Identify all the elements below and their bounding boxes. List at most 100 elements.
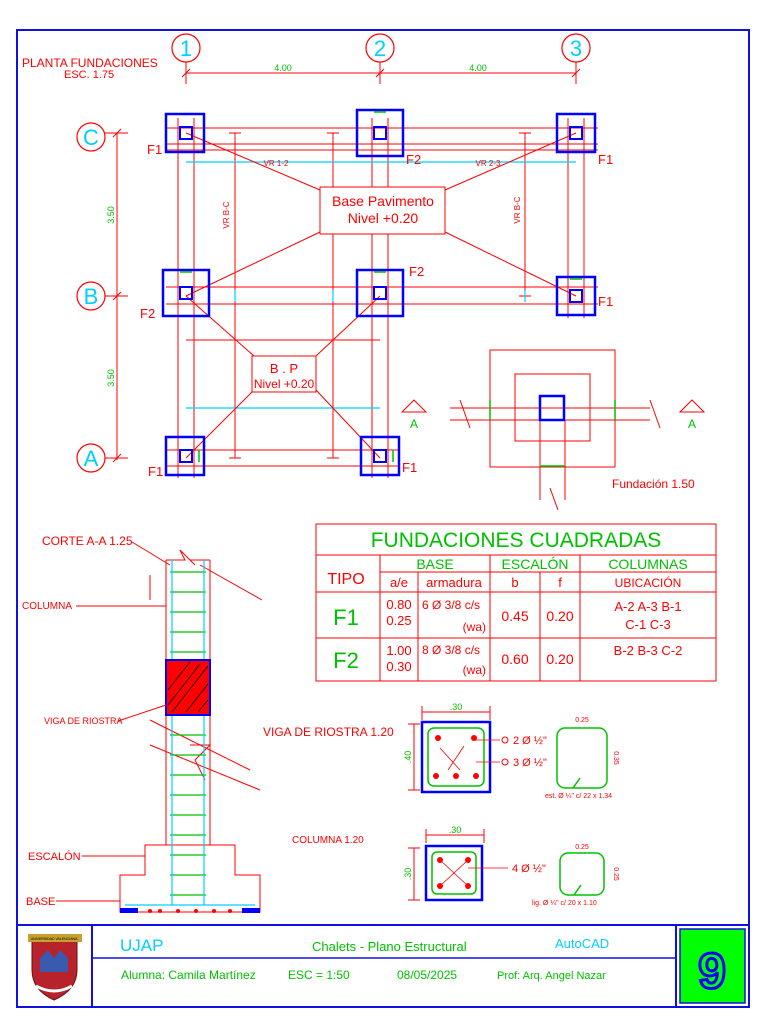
section-title: CORTE A-A 1.25: [42, 534, 133, 548]
footing-label-c2: F2: [406, 152, 421, 167]
section-label-viga: VIGA DE RIOSTRA: [44, 716, 123, 726]
columna-tie-label: lig. Ø ¼" c/ 20 x 1.10: [532, 900, 597, 907]
tb-school: UJAP: [120, 936, 163, 955]
viga-bar-bottom: 3 Ø ½": [513, 757, 547, 769]
bp-line1: B . P: [270, 361, 298, 376]
base-pavimento-line2: Nivel +0.20: [348, 210, 419, 226]
axis-bubble-3: 3: [561, 33, 591, 63]
axis-bubble-2: 2: [365, 33, 395, 63]
section-label-columna: COLUMNA: [22, 601, 72, 612]
footing-label-b2: F2: [409, 264, 424, 279]
footing-green-marks: [180, 111, 582, 462]
dim-x-1: 4.00: [274, 63, 292, 73]
table-title: FUNDACIONES CUADRADAS: [371, 529, 662, 552]
row-tipo: F1: [333, 605, 359, 630]
fundacion-label: Fundación 1.50: [612, 477, 695, 491]
table-sh-b: b: [511, 575, 518, 590]
logo-text: UNIVERSIDAD VALENCIANA: [31, 937, 78, 941]
cut-label-right: A: [688, 417, 696, 431]
columna-tie-h: 0.25: [612, 867, 619, 881]
row-ub1: A-2 A-3 B-1: [614, 599, 681, 614]
footing-c3: [555, 112, 597, 154]
viga-width: .30: [450, 702, 463, 712]
dim-y-1: 3.50: [106, 206, 116, 224]
row-e: 0.30: [386, 659, 411, 674]
viga-detail: VIGA DE RIOSTRA 1.20 .30 .40 2 Ø ½" 3 Ø …: [263, 702, 619, 800]
row-arm1: 8 Ø 3/8 c/s: [422, 643, 480, 657]
bp-line2: Nivel +0.20: [254, 377, 315, 391]
tb-scale: ESC = 1:50: [288, 968, 350, 982]
row-e: 0.25: [386, 613, 411, 628]
axis-label-1: 1: [180, 36, 192, 61]
row-arm1: 6 Ø 3/8 c/s: [422, 598, 480, 612]
beam-vr12: VR 1-2: [264, 159, 289, 168]
dim-x-2: 4.00: [469, 63, 487, 73]
row-arm2: (wa): [463, 620, 486, 634]
plan-title: PLANTA FUNDACIONES: [22, 56, 158, 70]
columna-width: .30: [449, 825, 462, 835]
section-label-escalon: ESCALÓN: [28, 850, 81, 863]
tb-date: 08/05/2025: [397, 968, 457, 982]
section-viga: [165, 659, 211, 716]
footings: [161, 108, 597, 477]
tb-project: Chalets - Plano Estructural: [312, 939, 467, 954]
viga-bar-top: 2 Ø ½": [513, 735, 547, 747]
table-h-columnas: COLUMNAS: [608, 556, 687, 572]
columna-title: COLUMNA 1.20: [292, 835, 364, 846]
row-f: 0.20: [546, 651, 573, 667]
table-h-base: BASE: [416, 556, 453, 572]
viga-stirrup-h: 0.35: [612, 751, 619, 765]
footing-schedule-table: FUNDACIONES CUADRADAS TIPO BASE ESCALÓN …: [315, 523, 717, 682]
beam-vrbc-right: VR B-C: [513, 196, 522, 223]
dim-y-2: 3.50: [106, 369, 116, 387]
beam-vrbc-left: VR B-C: [222, 201, 231, 228]
table-sh-ubicacion: UBICACIÓN: [615, 575, 682, 590]
row-a: 1.00: [386, 643, 411, 658]
viga-title: VIGA DE RIOSTRA 1.20: [263, 725, 394, 739]
table-sh-f: f: [558, 575, 562, 590]
sheet-frame: [16, 29, 750, 1008]
axis-bubble-b: B: [76, 281, 106, 311]
axis-label-b: B: [84, 284, 99, 309]
dimension-x: [181, 62, 581, 84]
footing-b2: [355, 268, 405, 318]
foundation-plan: PLANTA FUNDACIONES ESC. 1.75 1 2 3 C B A: [22, 33, 613, 479]
diagonal-lines: [185, 132, 577, 459]
footing-label-c3: F1: [598, 152, 613, 167]
columna-detail: COLUMNA 1.20 .30 .30 4 Ø ½" 0.25 0.25 li…: [292, 825, 619, 907]
row-arm2: (wa): [463, 663, 486, 677]
tb-professor: Prof: Arq. Angel Nazar: [497, 970, 606, 982]
table-sh-ae: a/e: [390, 575, 408, 590]
columna-tie-w: 0.25: [575, 844, 589, 851]
tb-sheet-number: 9: [698, 943, 726, 999]
axis-label-c: C: [83, 125, 99, 150]
viga-stirrup-w: 0.25: [575, 717, 589, 724]
section-rebar: [125, 560, 255, 906]
dimension-y: [105, 128, 128, 463]
row-b: 0.60: [501, 651, 528, 667]
table-h-tipo: TIPO: [327, 571, 364, 588]
footing-label-b3: F1: [598, 294, 613, 309]
footing-c2: [355, 108, 405, 158]
base-pavimento-line1: Base Pavimento: [332, 193, 434, 209]
section-a-a: CORTE A-A 1.25: [22, 534, 263, 913]
beam-vr23: VR 2-3: [476, 159, 501, 168]
columna-bars: 4 Ø ½": [512, 863, 546, 875]
axis-label-3: 3: [570, 36, 582, 61]
footing-c1: [164, 112, 206, 154]
row-a: 0.80: [386, 597, 411, 612]
table-row-f1: F1 0.80 0.25 6 Ø 3/8 c/s (wa) 0.45 0.20 …: [333, 597, 681, 634]
section-stirrups: [170, 571, 206, 896]
footing-a2: [359, 435, 401, 477]
footing-a1: [164, 435, 206, 477]
footing-b3: [555, 275, 597, 317]
axis-bubble-c: C: [76, 122, 106, 152]
row-ub2: C-1 C-3: [625, 617, 671, 632]
table-h-escalon: ESCALÓN: [502, 556, 569, 572]
section-label-base: BASE: [26, 896, 55, 908]
axis-bubble-1: 1: [171, 33, 201, 63]
cut-label-left: A: [410, 417, 418, 431]
sheet-number-box: [679, 928, 746, 1004]
footing-label-b1: F2: [140, 306, 155, 321]
